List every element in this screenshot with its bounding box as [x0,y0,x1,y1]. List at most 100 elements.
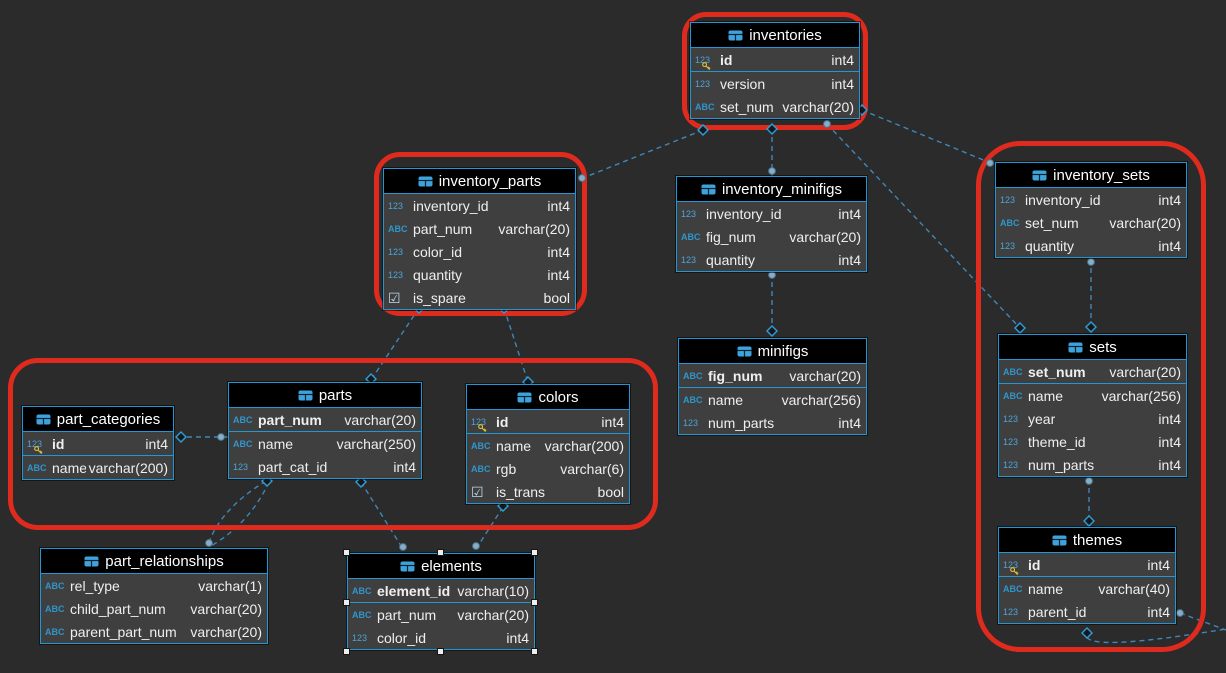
column-name: quantity [1025,237,1075,254]
column-type: varchar(200) [88,459,168,476]
table-header-minifigs[interactable]: minifigs [679,339,866,364]
table-header-elements[interactable]: elements [348,554,534,579]
selection-handle[interactable] [531,549,538,556]
primary-key-icon [702,61,711,70]
table-header-inventory_sets[interactable]: inventory_sets [996,163,1186,188]
column-type: bool [597,483,624,500]
selection-handle[interactable] [343,549,350,556]
relationship-line[interactable] [503,307,529,383]
column-name: quantity [706,251,756,268]
table-header-part_relationships[interactable]: part_relationships [41,549,267,574]
selection-handle[interactable] [437,549,444,556]
column-name: is_trans [496,483,546,500]
table-header-inventory_minifigs[interactable]: inventory_minifigs [677,177,866,202]
relationship-line[interactable] [207,480,267,546]
column-name: theme_id [1028,433,1086,450]
column-name: version [720,75,766,92]
column-type: varchar(200) [544,437,624,454]
relationship-line[interactable] [370,307,420,381]
text-type-icon: ABC [388,223,408,234]
numeric-type-icon: 123 [233,461,249,472]
table-header-colors[interactable]: colors [467,385,629,410]
table-header-inventory_parts[interactable]: inventory_parts [384,169,575,194]
selection-handle[interactable] [343,598,350,606]
primary-key-icon [478,423,487,432]
column-name: is_spare [413,289,466,306]
table-title: part_relationships [105,552,224,570]
primary-key-icon [1010,566,1019,575]
table-header-part_categories[interactable]: part_categories [23,407,173,432]
table-header-themes[interactable]: themes [999,528,1175,553]
relationship-line[interactable] [861,109,994,165]
relationship-line[interactable] [1179,612,1226,631]
column-type: varchar(20) [498,220,570,237]
table-header-parts[interactable]: parts [229,383,421,408]
selection-handle[interactable] [531,648,538,655]
selection-handle[interactable] [437,648,444,655]
relationship-line[interactable] [577,129,704,181]
table-header-inventories[interactable]: inventories [691,23,859,48]
column-name: id [720,51,733,68]
selection-handle[interactable] [531,598,538,606]
relationship-line[interactable] [360,481,404,550]
table-header-sets[interactable]: sets [999,335,1186,360]
column-type: int4 [1158,191,1181,208]
relationship-line[interactable] [826,123,1021,329]
selection-handle[interactable] [343,648,350,655]
column-type: varchar(20) [190,600,262,617]
